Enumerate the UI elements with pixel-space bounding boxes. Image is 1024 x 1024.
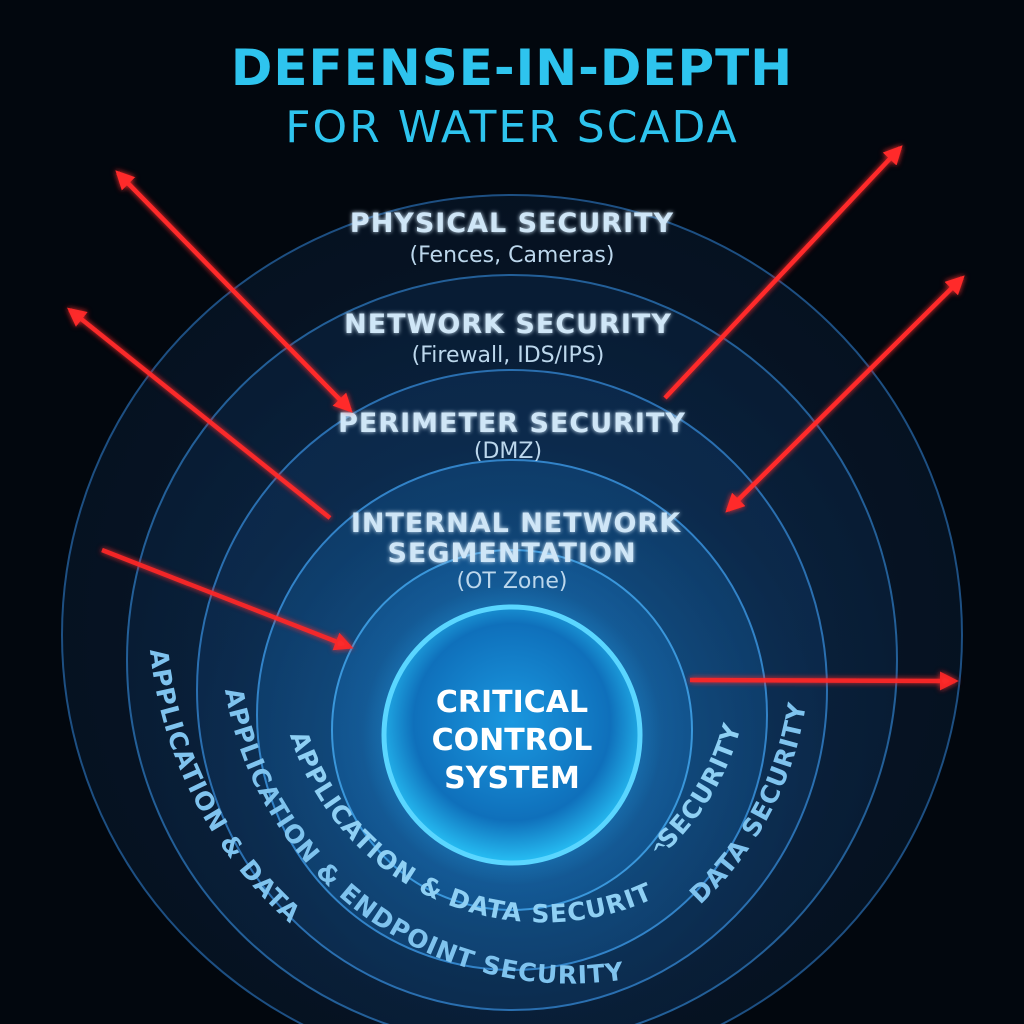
perimeter-security-sub: (DMZ)	[474, 439, 542, 464]
perimeter-security-label: PERIMETER SECURITY	[338, 408, 686, 439]
core-label-line3: SYSTEM	[444, 761, 580, 796]
threat-arrow-6	[689, 671, 959, 691]
threat-arrow-1	[115, 170, 353, 413]
network-security-label: NETWORK SECURITY	[344, 309, 672, 340]
core-circle	[381, 604, 643, 866]
threat-arrow-4	[725, 275, 965, 513]
core-label-line1: CRITICAL	[436, 685, 588, 720]
title-line1: DEFENSE-IN-DEPTH	[231, 39, 793, 97]
network-security-sub: (Firewall, IDS/IPS)	[412, 343, 605, 368]
internal-segmentation-label-line1: INTERNAL NETWORK	[351, 508, 681, 539]
threat-arrow-2	[67, 307, 332, 520]
threat-arrow-5	[101, 547, 354, 651]
internal-segmentation-sub: (OT Zone)	[457, 569, 568, 594]
core-label-line2: CONTROL	[432, 723, 593, 758]
physical-security-label: PHYSICAL SECURITY	[350, 208, 674, 239]
threat-arrows	[67, 145, 965, 691]
physical-security-sub: (Fences, Cameras)	[410, 243, 615, 268]
internal-segmentation-label-line2: SEGMENTATION	[387, 538, 636, 569]
threat-arrow-3	[663, 145, 903, 400]
title-line2: FOR WATER SCADA	[285, 102, 738, 153]
